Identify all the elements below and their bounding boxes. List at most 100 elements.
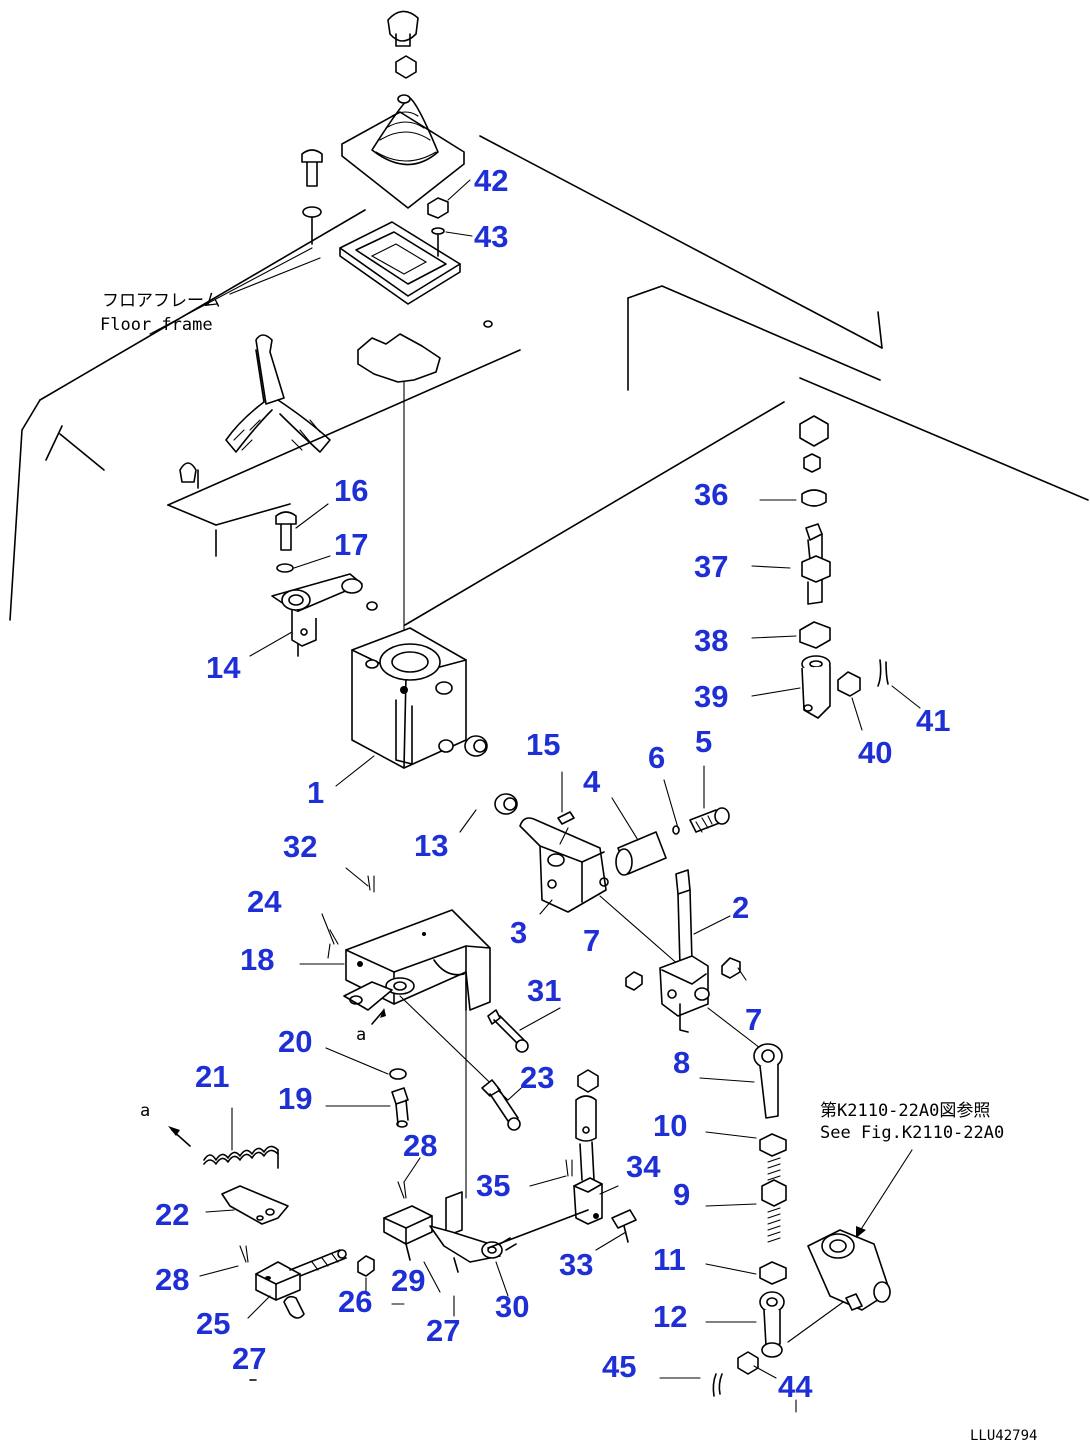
cotter-pin-45 xyxy=(712,1373,723,1397)
clevis-25 xyxy=(255,1249,347,1301)
washer-43 xyxy=(431,227,445,257)
callout-9: 9 xyxy=(673,1177,690,1212)
shift-lever-knob xyxy=(387,10,419,79)
floor-frame-outline xyxy=(9,135,1089,626)
arrow-a-label-lower: a xyxy=(140,1101,150,1121)
callout-7a: 7 xyxy=(583,923,600,958)
cotter-pin-41 xyxy=(877,659,889,687)
callout-5: 5 xyxy=(695,724,712,759)
callout-42: 42 xyxy=(474,163,508,198)
nut-42 xyxy=(427,197,449,219)
floor-frame-label-jp: フロアフレーム xyxy=(102,291,221,311)
bolt-5 xyxy=(689,807,730,833)
callout-27b: 27 xyxy=(426,1313,460,1348)
callout-29: 29 xyxy=(391,1263,425,1298)
callout-24: 24 xyxy=(247,884,282,919)
bolt-and-washer-top xyxy=(301,149,323,245)
cotter-pin-32 xyxy=(367,875,375,893)
rod-end-39 xyxy=(801,655,831,719)
nut-10 xyxy=(759,1133,787,1157)
nut-on-clevis xyxy=(337,1249,347,1259)
lever-29 xyxy=(383,1205,433,1261)
callout-40: 40 xyxy=(858,735,892,770)
see-fig-label-jp: 第K2110-22A0図参照 xyxy=(820,1101,990,1121)
nut-38 xyxy=(799,621,831,649)
callout-18: 18 xyxy=(240,942,274,977)
leader-lines xyxy=(149,179,921,1379)
cotter-pin-24 xyxy=(327,929,339,959)
cotter-pin-28-upper xyxy=(397,1181,407,1199)
callout-19: 19 xyxy=(278,1081,312,1116)
rubber-boot xyxy=(341,94,465,209)
nut-40 xyxy=(837,671,861,697)
callout-2: 2 xyxy=(732,890,749,925)
callout-45: 45 xyxy=(602,1349,636,1384)
cap-nut-top-right xyxy=(799,415,829,473)
callout-26: 26 xyxy=(338,1284,372,1319)
rod-end-12 xyxy=(759,1291,785,1358)
clevis-34 xyxy=(573,1177,603,1225)
collar-36 xyxy=(801,489,827,507)
bushings-13 xyxy=(464,735,518,815)
rod-35 xyxy=(575,1095,597,1181)
callout-33: 33 xyxy=(559,1247,593,1282)
arrow-a-lower xyxy=(168,1126,191,1147)
callout-38: 38 xyxy=(694,623,728,658)
nut-7-left xyxy=(625,971,643,991)
linkage-line-3-2 xyxy=(599,895,681,967)
arrow-a-label-upper: a xyxy=(356,1025,366,1045)
callout-22: 22 xyxy=(155,1197,189,1232)
callout-6: 6 xyxy=(648,740,665,775)
gasket xyxy=(357,333,441,383)
rod-end-8 xyxy=(753,1043,783,1119)
nut-top-35 xyxy=(577,1069,599,1093)
bolt-16 xyxy=(275,511,297,551)
valve-lever-see-fig xyxy=(807,1229,891,1311)
washer-20 xyxy=(389,1068,407,1080)
ghost-lever-left xyxy=(179,334,331,483)
cotter-pin-35 xyxy=(565,1159,573,1177)
drawing-code: LLU42794 xyxy=(970,1428,1037,1444)
callout-17: 17 xyxy=(334,527,368,562)
bracket-1 xyxy=(351,627,467,769)
bolt-23 xyxy=(481,1079,521,1131)
bracket-14 xyxy=(271,573,378,657)
spring-21 xyxy=(203,1145,279,1169)
callout-34: 34 xyxy=(626,1149,661,1184)
callout-7b: 7 xyxy=(745,1002,762,1037)
callout-20: 20 xyxy=(278,1024,312,1059)
linkage-line-30-34 xyxy=(487,1209,589,1249)
washer-17 xyxy=(276,563,294,573)
cotter-pin-28-lower xyxy=(239,1245,249,1263)
bolt-19 xyxy=(391,1087,409,1128)
callout-8: 8 xyxy=(673,1045,690,1080)
callout-44: 44 xyxy=(778,1369,813,1404)
callout-28a: 28 xyxy=(155,1262,189,1297)
callout-21: 21 xyxy=(195,1059,229,1094)
stud-37 xyxy=(801,523,831,605)
callout-37: 37 xyxy=(694,549,728,584)
callout-32: 32 xyxy=(283,829,317,864)
boot-plate xyxy=(339,221,461,305)
callout-35: 35 xyxy=(476,1168,510,1203)
arrow-a-upper xyxy=(371,1008,386,1025)
nut-44 xyxy=(737,1351,759,1375)
nut-26 xyxy=(357,1255,375,1277)
callout-11: 11 xyxy=(653,1242,686,1277)
lever-3 xyxy=(519,817,609,913)
callout-10: 10 xyxy=(653,1108,687,1143)
floor-frame-label-en: Floor frame xyxy=(100,315,213,335)
callout-15: 15 xyxy=(526,727,560,762)
callout-4: 4 xyxy=(583,764,601,799)
callout-13: 13 xyxy=(414,828,448,863)
nut-11 xyxy=(759,1261,787,1285)
nut-7-right xyxy=(721,957,741,979)
tick-marks-27 xyxy=(391,1295,455,1317)
callout-16: 16 xyxy=(334,473,368,508)
bracket-22 xyxy=(221,1185,289,1225)
linkage-line-12-valve xyxy=(787,1299,847,1343)
callout-41: 41 xyxy=(916,703,950,738)
callout-14: 14 xyxy=(206,650,241,685)
callout-23: 23 xyxy=(520,1060,554,1095)
